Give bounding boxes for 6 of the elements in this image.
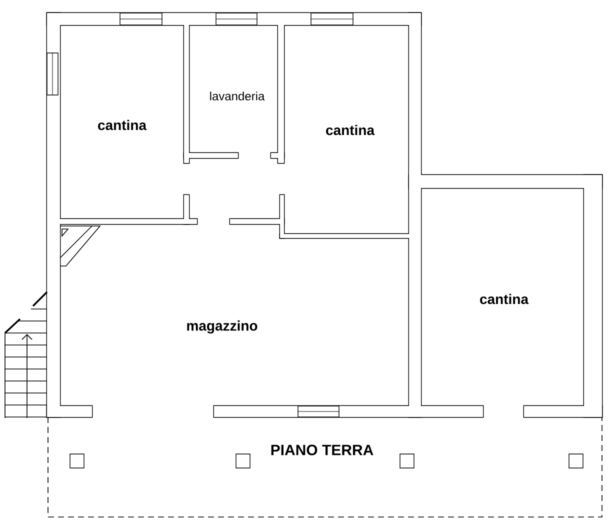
room-label: cantina xyxy=(480,294,529,304)
room-label: cantina xyxy=(326,124,375,136)
room-label: cantina xyxy=(98,120,147,130)
room-label: lavanderia xyxy=(210,92,265,100)
room-label: magazzino xyxy=(187,320,258,334)
floor-label: PIANO TERRA xyxy=(271,444,374,456)
